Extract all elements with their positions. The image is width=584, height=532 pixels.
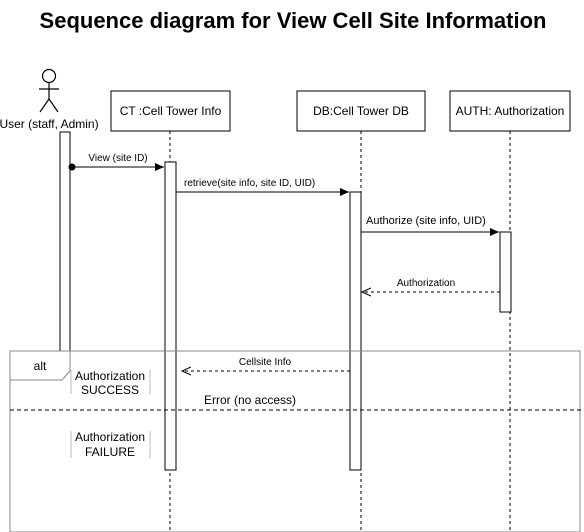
- participant-db-label: DB:Cell Tower DB: [313, 104, 409, 118]
- guard-success-line2: SUCCESS: [81, 383, 139, 397]
- message-view-label: View (site ID): [88, 153, 147, 164]
- participant-auth-label: AUTH: Authorization: [456, 104, 565, 118]
- alt-operator-tab: [9, 350, 71, 381]
- participant-ct-box: [110, 90, 231, 132]
- lifelines: [65, 131, 511, 532]
- db-activation-bar: [349, 191, 362, 471]
- auth-activation-bar: [499, 231, 512, 313]
- ct-activation-bar: [164, 161, 177, 471]
- participant-db-box: [296, 90, 426, 132]
- guard-failure-line2: FAILURE: [85, 445, 135, 459]
- diagram-title: Sequence diagram for View Cell Site Info…: [40, 8, 547, 33]
- actor-label: User (staff, Admin): [0, 117, 99, 131]
- reply-authorization-label: Authorization: [397, 278, 455, 289]
- guard-success-line1: Authorization: [75, 369, 145, 383]
- message-retrieve-label: retrieve(site info, site ID, UID): [184, 178, 315, 189]
- guard-failure-line1: Authorization: [75, 430, 145, 444]
- error-message-label: Error (no access): [204, 393, 296, 407]
- guard-failure: Authorization FAILURE: [70, 430, 151, 459]
- message-authorize-label: Authorize (site info, UID): [366, 215, 486, 227]
- reply-cellsite-info-label: Cellsite Info: [239, 357, 292, 368]
- user-activation-bar: [59, 131, 71, 352]
- participant-ct-label: CT :Cell Tower Info: [120, 104, 222, 118]
- alt-fragment-frame: [9, 350, 581, 532]
- participant-auth-box: [449, 90, 571, 132]
- user-actor-icon: [39, 68, 59, 113]
- alt-operator-label: alt: [34, 359, 47, 373]
- guard-success: Authorization SUCCESS: [70, 369, 151, 397]
